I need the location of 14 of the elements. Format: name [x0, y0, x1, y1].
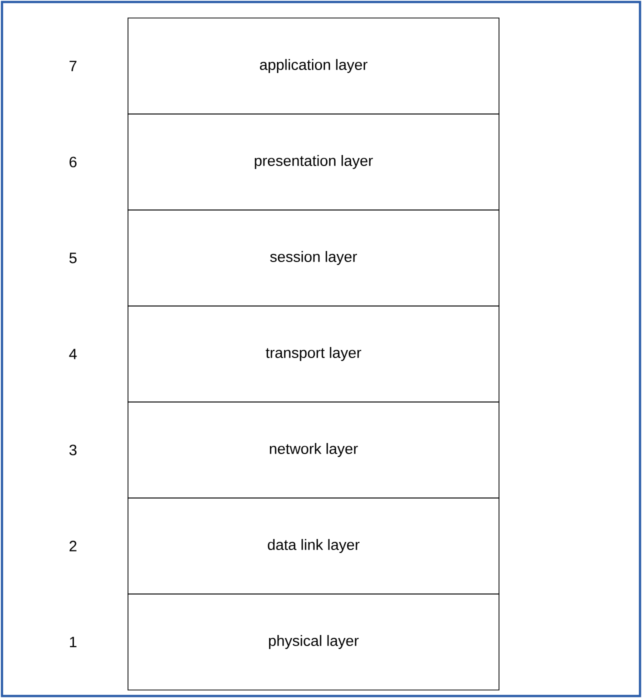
layer-box: transport layer [128, 306, 500, 402]
layer-number: 5 [69, 252, 77, 264]
layer-number: 4 [69, 348, 77, 360]
layer-box: data link layer [128, 498, 500, 594]
layer-box: physical layer [128, 594, 500, 690]
layer-number: 6 [70, 156, 77, 168]
layer-box: presentation layer [128, 114, 500, 210]
layer-number: 3 [69, 444, 77, 456]
layer-box: network layer [128, 402, 500, 498]
layer-number: 1 [70, 636, 76, 648]
layer-number: 2 [70, 540, 76, 552]
layer-box: session layer [128, 210, 500, 306]
layer-box: application layer [128, 18, 500, 114]
layer-number: 7 [70, 60, 76, 72]
